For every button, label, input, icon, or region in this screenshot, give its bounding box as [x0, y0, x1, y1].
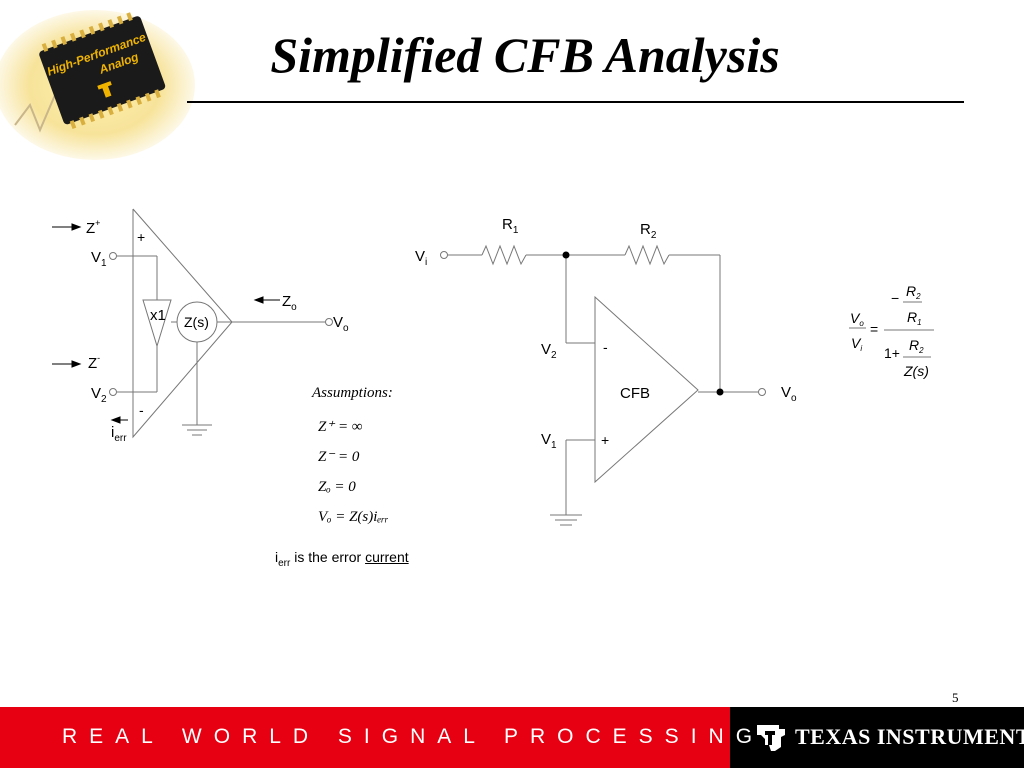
assumption-vo: Vₒ = Z(s)iₑᵣᵣ	[318, 509, 389, 525]
footer-banner: REAL WORLD SIGNAL PROCESSING™ TEXAS INST…	[0, 707, 1024, 768]
z-minus-label: Z-	[88, 353, 100, 372]
assumption-zplus: Z⁺ = ∞	[318, 419, 363, 435]
cfb-triangle	[594, 295, 699, 484]
assumptions-heading: Assumptions:	[311, 385, 393, 401]
tf-den-zs: Z(s)	[903, 363, 929, 379]
cfb-label: CFB	[620, 385, 650, 402]
right-vo-label: Vo	[781, 384, 797, 404]
tf-vi: Vi	[851, 335, 862, 353]
left-vo-label: Vo	[333, 314, 349, 334]
zs-label: Z(s)	[184, 314, 209, 330]
tf-den-r2: R2	[909, 337, 924, 355]
current-link: current	[365, 549, 409, 565]
cfb-plus-sign: +	[601, 432, 609, 448]
right-vo-terminal	[758, 388, 766, 396]
ti-chip-icon	[97, 81, 112, 98]
error-current-note: ierr is the error current	[275, 549, 409, 569]
v2-terminal	[109, 388, 117, 396]
right-v1-label: V1	[541, 431, 557, 451]
tf-equals: =	[870, 321, 878, 337]
transfer-function: Vo Vi = − R2 R1 1+ R2 Z(s)	[850, 283, 929, 379]
title-divider	[187, 101, 964, 103]
tf-num-r1: R1	[907, 309, 922, 327]
footer-tagline: REAL WORLD SIGNAL PROCESSING™	[62, 725, 772, 748]
r2-resistor	[624, 244, 670, 266]
tf-neg: −	[891, 290, 899, 306]
left-opamp-triangle	[132, 208, 233, 439]
right-v2-label: V2	[541, 341, 557, 361]
left-plus-sign: +	[137, 229, 145, 245]
cfb-minus-sign: -	[603, 339, 608, 355]
tf-vo: Vo	[850, 310, 864, 328]
slide-title: Simplified CFB Analysis	[270, 27, 780, 83]
ti-company-name: TEXAS INSTRUMENTS	[795, 724, 1024, 749]
vi-label: Vi	[415, 248, 427, 268]
assumption-zminus: Z⁻ = 0	[318, 449, 360, 465]
page-number: 5	[952, 690, 959, 705]
r2-label: R2	[640, 221, 657, 241]
r1-r2-junction	[562, 251, 570, 259]
output-junction	[716, 388, 724, 396]
x1-label: x1	[150, 307, 166, 324]
v1-terminal	[109, 252, 117, 260]
cfb-diagram: Z+ V1 + x1 Z(s) Zo Vo Z- V2 - ierr Assum…	[52, 208, 934, 526]
ti-logo-icon	[757, 725, 785, 751]
ierr-label: ierr	[111, 424, 127, 444]
tf-one-plus: 1+	[884, 345, 900, 361]
vi-terminal	[440, 251, 448, 259]
left-v1-label: V1	[91, 249, 107, 269]
assumption-zo: Zₒ = 0	[318, 479, 356, 495]
r1-resistor	[481, 244, 527, 266]
footer-red-band	[0, 707, 730, 768]
zo-label: Zo	[282, 293, 297, 313]
left-vo-terminal	[325, 318, 333, 326]
left-minus-sign: -	[139, 402, 144, 418]
z-plus-label: Z+	[86, 218, 100, 237]
r1-label: R1	[502, 216, 519, 236]
high-performance-analog-logo: High-Performance Analog	[0, 10, 195, 160]
tf-num-r2: R2	[906, 283, 921, 301]
left-v2-label: V2	[91, 385, 107, 405]
